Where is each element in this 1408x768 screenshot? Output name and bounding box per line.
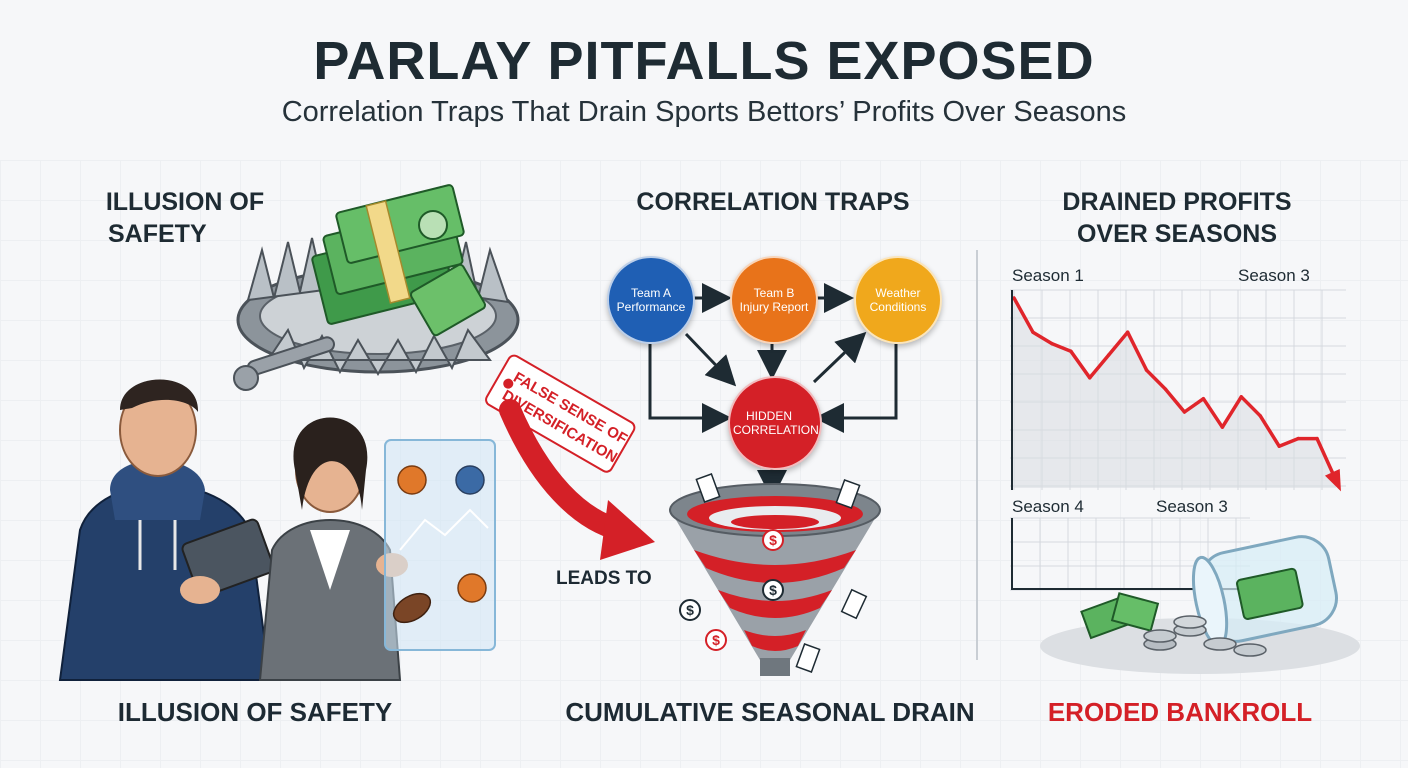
woman-figure <box>258 417 408 681</box>
spilled-jar-illustration <box>1040 535 1360 674</box>
drain-funnel-illustration: $ $ $ $ <box>669 473 881 676</box>
holographic-screen <box>384 439 496 651</box>
profit-line-segment <box>1163 387 1187 414</box>
bet-slip-icon <box>835 479 861 509</box>
profit-line-segment <box>1050 341 1073 353</box>
drained-profits-chart <box>1010 289 1346 492</box>
page-title: PARLAY PITFALLS EXPOSED <box>313 31 1095 91</box>
profit-area-fill <box>1014 298 1336 488</box>
page-subtitle: Correlation Traps That Drain Sports Bett… <box>281 96 1127 128</box>
profit-line-segment <box>1220 395 1244 429</box>
dollar-coin-icon: $ <box>705 629 727 651</box>
profit-line-segment <box>1088 353 1111 380</box>
profit-line-segment <box>1106 330 1130 357</box>
leads-to-label: LEADS TO <box>556 568 652 589</box>
profit-line-segment <box>1012 296 1035 334</box>
glass-jar-icon <box>1191 535 1338 648</box>
middle-footer: CUMULATIVE SEASONAL DRAIN <box>565 697 975 727</box>
man-figure <box>58 379 275 681</box>
season-label-top-right: Season 3 <box>1238 266 1310 285</box>
panel-divider <box>976 250 978 660</box>
money-stack-icon <box>311 184 487 337</box>
svg-text:$: $ <box>686 602 694 618</box>
bear-trap-illustration <box>233 184 520 391</box>
bet-slip-icon <box>695 473 721 503</box>
coin-stack-icon <box>1143 615 1267 657</box>
dollar-coin-icon: $ <box>679 599 701 621</box>
svg-text:$: $ <box>769 582 777 598</box>
profit-line-segment <box>1239 395 1262 418</box>
left-heading-line1: ILLUSION OF <box>105 188 265 216</box>
right-footer: ERODED BANKROLL <box>1047 697 1313 727</box>
right-heading-line2: OVER SEASONS <box>1076 220 1278 248</box>
profit-line-segment <box>1125 330 1149 372</box>
profit-line-segment <box>1258 414 1281 448</box>
svg-text:$: $ <box>769 532 777 548</box>
dollar-coin-icon: $ <box>762 529 784 551</box>
dollar-coin-icon: $ <box>762 579 784 601</box>
right-heading: DRAINED PROFITS OVER SEASONS <box>1020 186 1334 250</box>
basketball-icon <box>397 465 427 495</box>
season-label-bottom-right: Season 3 <box>1156 497 1228 516</box>
team-badge-icon <box>455 465 485 495</box>
svg-text:$: $ <box>712 632 720 648</box>
left-heading-line2: SAFETY <box>108 220 207 248</box>
football-icon <box>392 592 432 624</box>
profit-line-segment <box>1031 330 1054 346</box>
profit-line-segment <box>1069 349 1092 380</box>
correlation-flow-arrows <box>648 283 898 500</box>
season-label-top-left: Season 1 <box>1012 266 1084 285</box>
middle-heading: CORRELATION TRAPS <box>636 188 910 216</box>
profit-arrowhead-icon <box>1324 468 1341 492</box>
bettors-illustration <box>58 379 496 681</box>
cash-bills-icon <box>1080 592 1160 640</box>
bet-slip-icon <box>840 588 868 620</box>
right-heading-line1: DRAINED PROFITS <box>1062 188 1292 216</box>
season-label-bottom-left: Season 4 <box>1012 497 1084 516</box>
basketball-icon <box>457 573 487 603</box>
red-curved-arrow-icon <box>499 399 655 560</box>
profit-line-segment <box>1182 396 1206 414</box>
left-heading: ILLUSION OF SAFETY <box>80 186 290 250</box>
profit-line-segment <box>1201 396 1225 429</box>
left-footer: ILLUSION OF SAFETY <box>117 697 393 727</box>
bet-slip-icon <box>795 643 821 673</box>
profit-line-segment <box>1144 368 1168 391</box>
profit-line-segment <box>1277 436 1300 448</box>
